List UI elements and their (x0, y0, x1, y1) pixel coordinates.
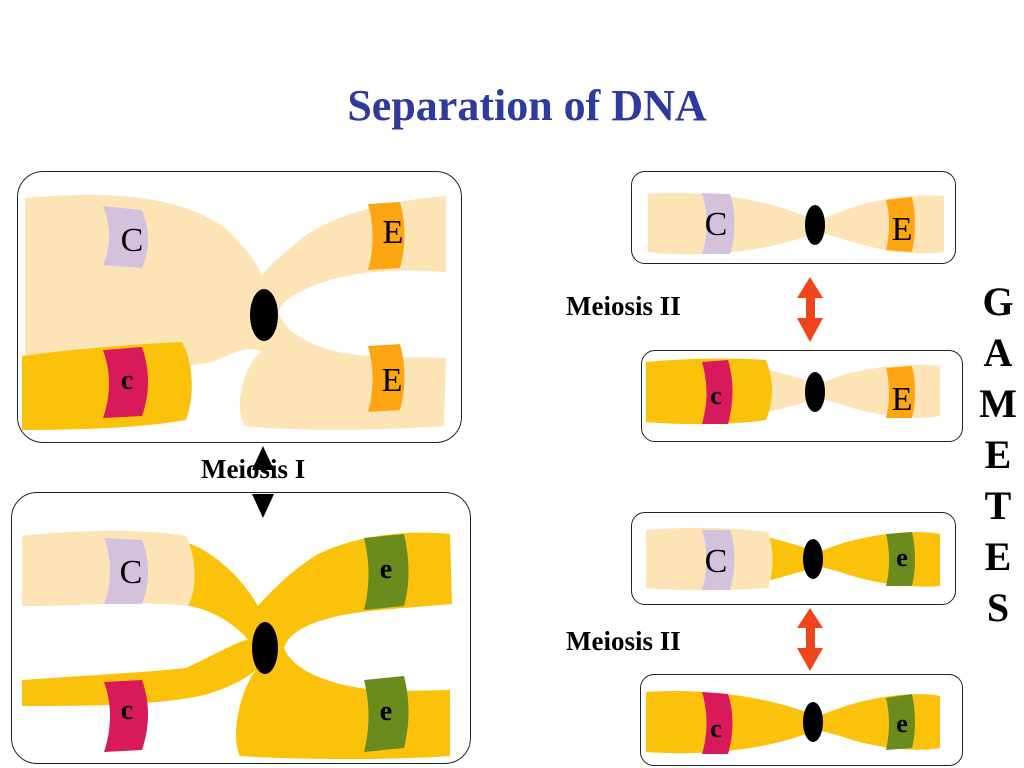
gamete-chromosome-2: c E (646, 358, 940, 425)
band-C (702, 193, 735, 254)
allele-label: c (710, 381, 722, 410)
gametes-letter: S (986, 585, 1010, 630)
band-c (702, 692, 733, 754)
band-c (702, 360, 733, 424)
band-e (886, 532, 915, 586)
gametes-letter: E (984, 534, 1012, 579)
allele-label: e (380, 696, 392, 727)
centromere (803, 702, 823, 742)
meiosis-2-arrow-bottom (797, 608, 823, 671)
allele-label: c (121, 695, 133, 726)
allele-label: C (121, 222, 144, 259)
gametes-letter: T (984, 483, 1012, 528)
centromere (803, 539, 823, 579)
allele-label: e (896, 543, 908, 572)
band-E-upper (368, 202, 405, 270)
gametes-letter: A (983, 330, 1013, 375)
meiosis-2-arrow-top (797, 277, 823, 342)
band-e-lower (364, 676, 409, 752)
allele-label: E (892, 211, 913, 248)
band-C (702, 530, 735, 590)
allele-label: c (121, 365, 133, 396)
band-e (886, 694, 915, 750)
gametes-vertical-label: G A M E T E S (976, 276, 1020, 633)
chromatid-arm-dark (22, 342, 192, 430)
gamete-chromosome-4: c e (646, 690, 940, 754)
allele-label: c (710, 714, 722, 743)
top-x-chromosome: C E c E (22, 194, 446, 430)
meiosis-2-label-top: Meiosis II (566, 291, 681, 321)
gamete-chromosome-1: C E (648, 192, 944, 255)
allele-label: C (705, 206, 728, 243)
meiosis-1-arrow (252, 446, 274, 518)
band-C (103, 206, 148, 268)
centromere (805, 372, 825, 412)
allele-label: C (120, 554, 143, 591)
allele-label: e (896, 709, 908, 738)
meiosis-1-label: Meiosis I (201, 454, 306, 484)
allele-label: C (705, 543, 728, 580)
band-E-lower (368, 344, 405, 412)
page-title: Separation of DNA (347, 81, 707, 130)
band-E (886, 197, 915, 252)
allele-label: E (892, 381, 913, 418)
band-e-upper (364, 534, 409, 610)
centromere (252, 622, 278, 674)
meiosis-2-label-bottom: Meiosis II (566, 626, 681, 656)
band-c (103, 347, 148, 418)
allele-label: e (380, 554, 392, 585)
centromere (250, 289, 278, 341)
centromere (805, 205, 825, 245)
band-c (104, 680, 148, 752)
gametes-letter: E (984, 432, 1012, 477)
gametes-letter: G (982, 279, 1014, 324)
gametes-letter: M (979, 381, 1017, 426)
bottom-x-chromosome: C e c e (22, 530, 452, 759)
band-E (886, 366, 915, 418)
allele-label: E (383, 214, 404, 251)
band-C (104, 538, 148, 604)
allele-label: E (382, 362, 403, 399)
gamete-chromosome-3: C e (646, 527, 940, 591)
chromatid-arm-light (22, 530, 195, 606)
